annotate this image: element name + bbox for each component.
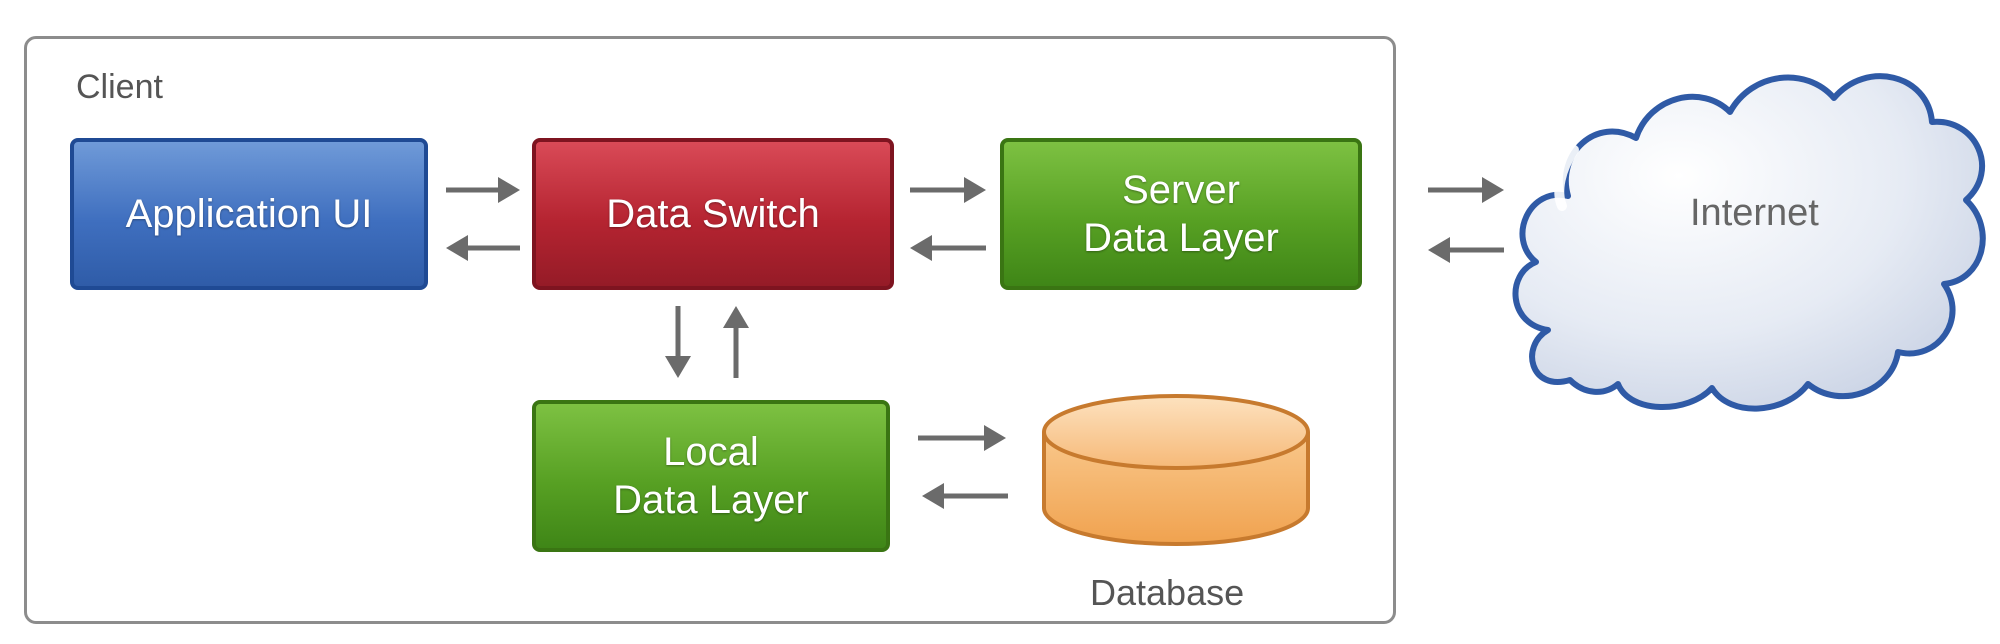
- application-ui-box: Application UI: [70, 138, 428, 290]
- arrow-internet-to-server: [1428, 237, 1504, 263]
- data-switch-label: Data Switch: [606, 192, 820, 236]
- local-data-layer-label: Local Data Layer: [613, 430, 809, 522]
- data-switch-box: Data Switch: [532, 138, 894, 290]
- arrow-local-to-switch: [723, 306, 749, 378]
- arrow-appui-to-switch: [446, 177, 520, 203]
- arrow-local-to-database: [918, 425, 1006, 451]
- server-data-layer-box: Server Data Layer: [1000, 138, 1362, 290]
- database-cylinder-icon: [1042, 394, 1310, 546]
- application-ui-label: Application UI: [125, 192, 373, 236]
- client-label: Client: [76, 68, 163, 106]
- internet-label: Internet: [1690, 192, 1819, 234]
- local-data-layer-box: Local Data Layer: [532, 400, 890, 552]
- arrow-server-to-internet: [1428, 177, 1504, 203]
- server-data-layer-label: Server Data Layer: [1083, 168, 1279, 260]
- arrow-switch-to-local: [665, 306, 691, 378]
- database-label: Database: [1090, 572, 1245, 613]
- internet-cloud-icon: [1512, 73, 1986, 412]
- arrow-switch-to-appui: [446, 235, 520, 261]
- arrow-switch-to-server: [910, 177, 986, 203]
- arrow-server-to-switch: [910, 235, 986, 261]
- arrow-database-to-local: [922, 483, 1008, 509]
